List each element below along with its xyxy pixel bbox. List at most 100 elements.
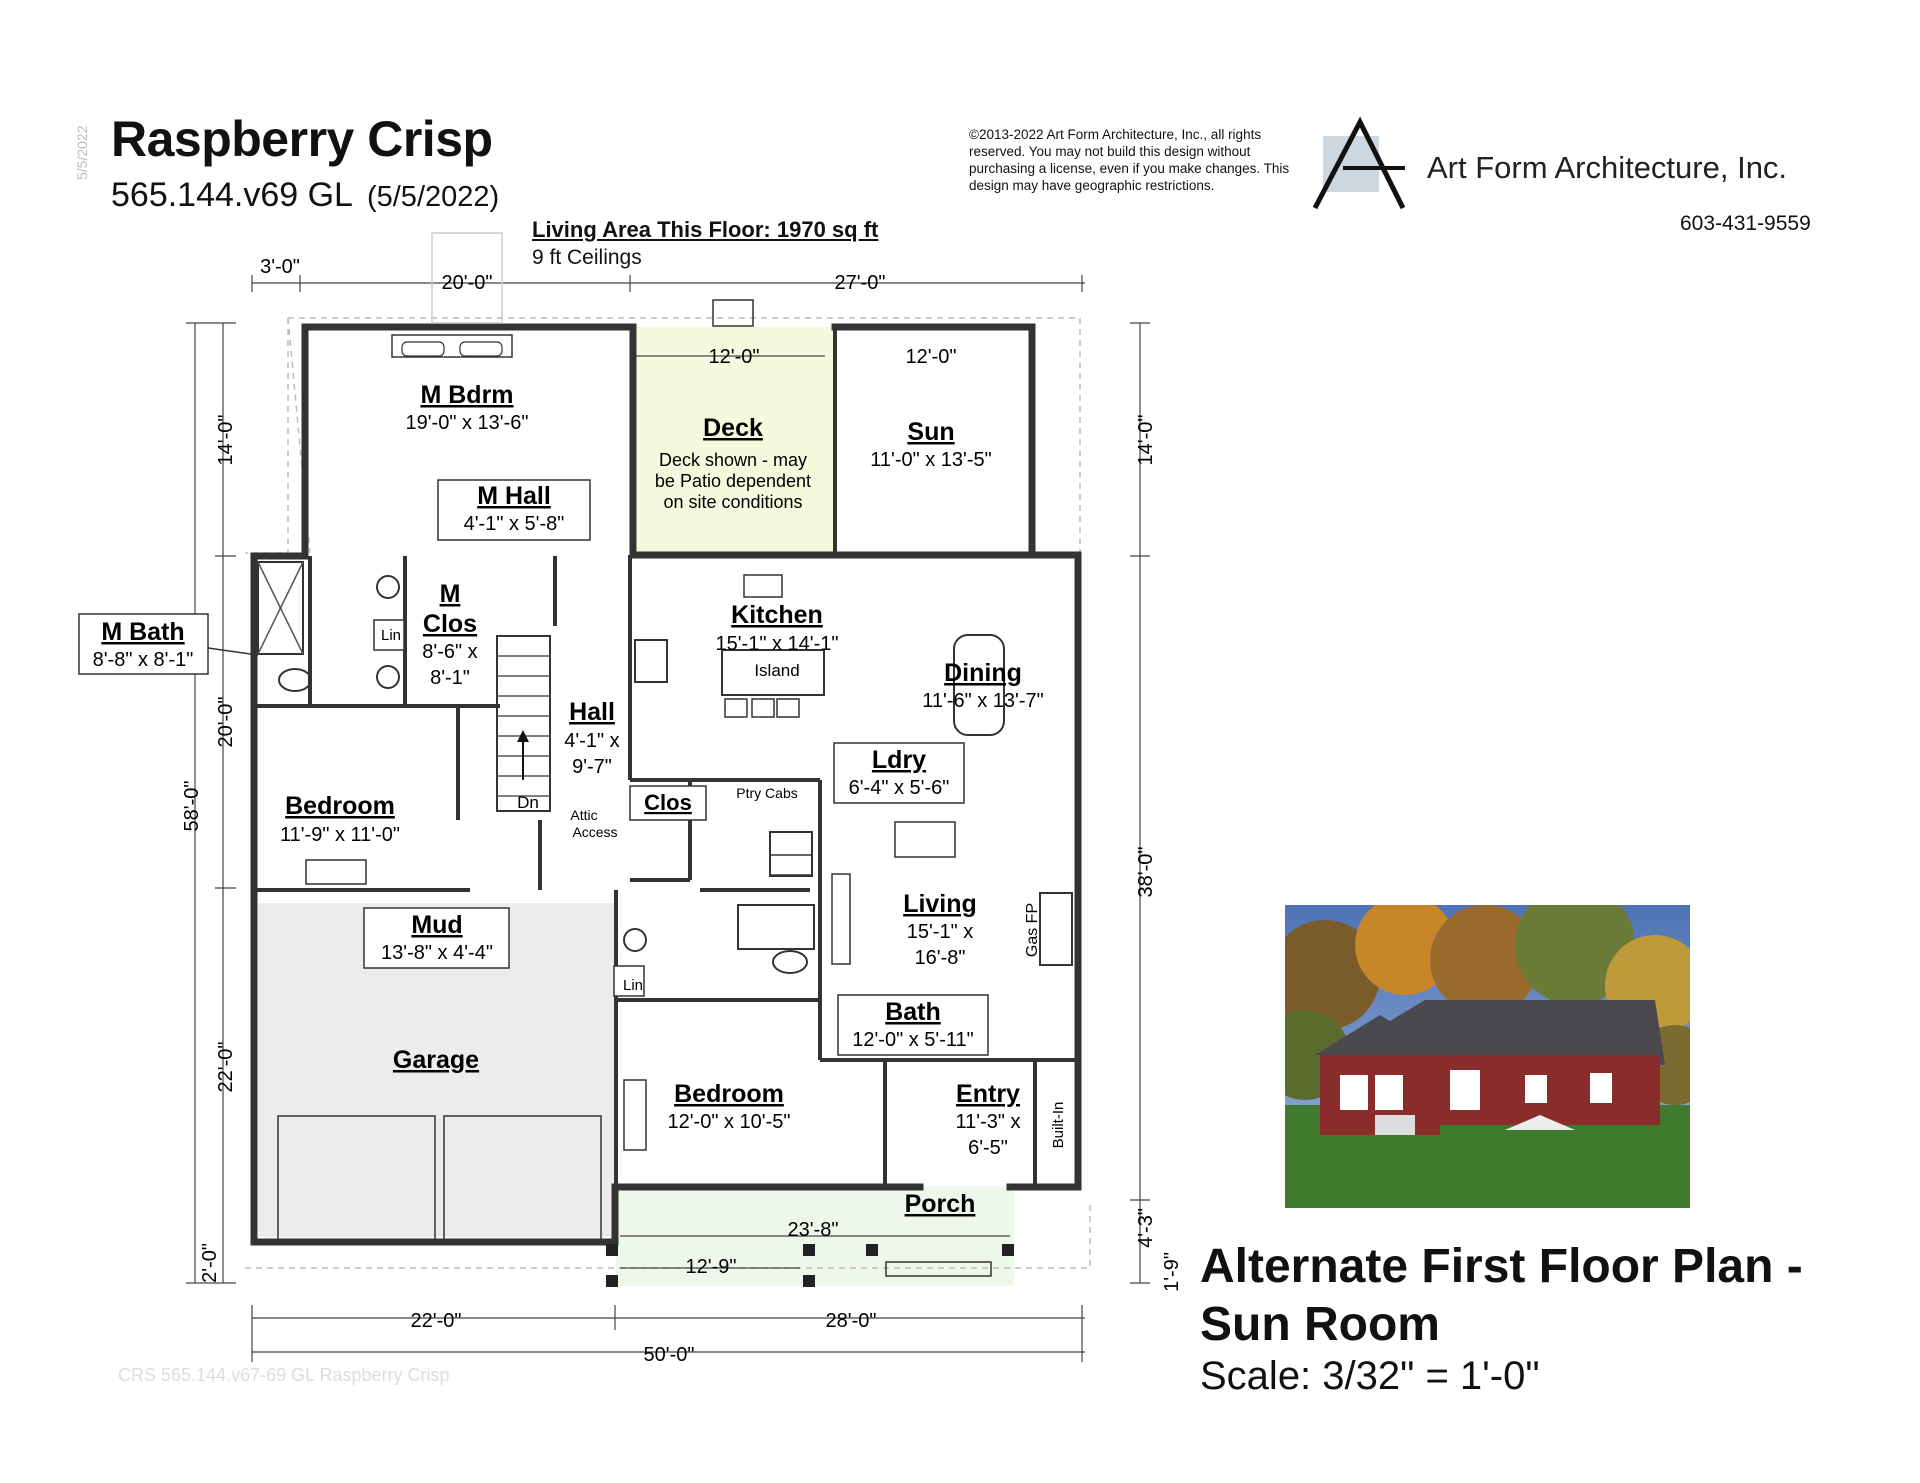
house-rendering-image bbox=[1285, 905, 1690, 1208]
plan-title-line-1: Alternate First Floor Plan - bbox=[1200, 1240, 1803, 1293]
deck-name: Deck bbox=[703, 414, 763, 442]
dining-size: 11'-6" x 13'-7" bbox=[922, 690, 1044, 712]
interior-walls bbox=[254, 555, 1078, 1187]
living-size-1: 15'-1" x bbox=[907, 921, 974, 943]
dim-deck-12: 12'-0" bbox=[709, 346, 760, 368]
ldry-name: Ldry bbox=[872, 746, 926, 774]
porch-name: Porch bbox=[905, 1190, 976, 1218]
built-in-label: Built-In bbox=[1050, 1102, 1067, 1149]
dim-left-20: 20'-0" bbox=[215, 697, 237, 748]
room-labels: M Bdrm 19'-0" x 13'-6" M Hall 4'-1" x 5'… bbox=[93, 381, 1044, 1218]
dim-porch-12-9: 12'-9" bbox=[686, 1256, 737, 1278]
firm-phone: 603-431-9559 bbox=[1680, 212, 1811, 235]
firm-logo-icon bbox=[1312, 116, 1406, 210]
m-bdrm-size: 19'-0" x 13'-6" bbox=[405, 412, 528, 434]
plan-scale: Scale: 3/32" = 1'-0" bbox=[1200, 1354, 1540, 1398]
gas-fp-label: Gas FP bbox=[1024, 903, 1041, 957]
ldry-size: 6'-4" x 5'-6" bbox=[849, 777, 950, 799]
ceiling-height: 9 ft Ceilings bbox=[532, 246, 642, 269]
kitchen-size: 15'-1" x 14'-1" bbox=[715, 633, 838, 655]
dim-right-4-3: 4'-3" bbox=[1135, 1208, 1157, 1248]
plan-title-line-2: Sun Room bbox=[1200, 1298, 1440, 1351]
dn-label: Dn bbox=[517, 793, 539, 812]
dim-top-20: 20'-0" bbox=[442, 272, 493, 294]
m-hall-size: 4'-1" x 5'-8" bbox=[464, 513, 565, 535]
bedroom2-size: 12'-0" x 10'-5" bbox=[667, 1111, 790, 1133]
garage-doors bbox=[277, 1115, 602, 1245]
exterior-walls bbox=[250, 323, 1082, 1246]
living-area: Living Area This Floor: 1970 sq ft bbox=[532, 217, 879, 242]
lin-label-1: Lin bbox=[381, 627, 401, 644]
copyright-notice: ©2013-2022 Art Form Architecture, Inc., … bbox=[969, 127, 1290, 193]
attic-label-2: Access bbox=[572, 824, 617, 840]
living-size-2: 16'-8" bbox=[915, 947, 966, 969]
dim-bot-28: 28'-0" bbox=[826, 1310, 877, 1332]
sun-name: Sun bbox=[907, 418, 954, 446]
m-bath-name: M Bath bbox=[101, 618, 184, 646]
kitchen-name: Kitchen bbox=[731, 601, 823, 629]
dim-left-14: 14'-0" bbox=[215, 415, 237, 466]
dim-porch-23-8: 23'-8" bbox=[788, 1219, 839, 1241]
dim-right-38: 38'-0" bbox=[1135, 847, 1157, 898]
dim-bot-22: 22'-0" bbox=[411, 1310, 462, 1332]
m-clos-size-2: 8'-1" bbox=[430, 667, 470, 689]
bath-name: Bath bbox=[885, 998, 941, 1026]
porch-posts bbox=[606, 1244, 1014, 1287]
bath-size: 12'-0" x 5'-11" bbox=[852, 1029, 974, 1051]
clos-name: Clos bbox=[644, 790, 692, 815]
dim-left-2: 2'-0" bbox=[199, 1243, 221, 1283]
dim-right-14: 14'-0" bbox=[1135, 415, 1157, 466]
dim-top-3: 3'-0" bbox=[260, 256, 300, 278]
living-name: Living bbox=[903, 890, 977, 918]
project-title: Raspberry Crisp bbox=[111, 111, 493, 167]
house-rendering bbox=[1285, 905, 1690, 1208]
dim-top-27: 27'-0" bbox=[835, 272, 886, 294]
m-bdrm-name: M Bdrm bbox=[420, 381, 513, 409]
bedroom2-name: Bedroom bbox=[674, 1080, 784, 1108]
m-clos-size-1: 8'-6" x bbox=[422, 641, 477, 663]
watermark: CRS 565.144.v67-69 GL Raspberry Crisp bbox=[118, 1365, 450, 1385]
lin-label-2: Lin bbox=[623, 977, 643, 994]
m-clos-name-1: M bbox=[440, 580, 461, 608]
attic-label-1: Attic bbox=[570, 807, 597, 823]
deck-note-2: be Patio dependent bbox=[655, 471, 811, 491]
bedroom1-size: 11'-9" x 11'-0" bbox=[280, 824, 400, 846]
dim-left-58: 58'-0" bbox=[181, 781, 203, 832]
hall-size-2: 9'-7" bbox=[572, 756, 612, 778]
ptry-label: Ptry Cabs bbox=[736, 785, 797, 801]
stairs bbox=[496, 635, 551, 812]
dim-left-22: 22'-0" bbox=[215, 1042, 237, 1093]
entry-name: Entry bbox=[956, 1080, 1020, 1108]
entry-size-2: 6'-5" bbox=[968, 1137, 1008, 1159]
hall-size-1: 4'-1" x bbox=[564, 730, 619, 752]
dim-right-1-9: 1'-9" bbox=[1161, 1252, 1183, 1292]
fixtures bbox=[257, 232, 1073, 1151]
dim-sun-12: 12'-0" bbox=[906, 346, 957, 368]
deck-note-1: Deck shown - may bbox=[659, 450, 807, 470]
m-clos-name-2: Clos bbox=[423, 610, 477, 638]
island-label: Island bbox=[754, 661, 799, 680]
plan-code-text: 565.144.v69 GL bbox=[111, 176, 353, 214]
plan-title: Alternate First Floor Plan - Sun Room bbox=[1200, 1238, 1803, 1354]
dining-name: Dining bbox=[944, 659, 1022, 687]
hall-name: Hall bbox=[569, 698, 615, 726]
m-hall-name: M Hall bbox=[477, 482, 551, 510]
dim-bot-50: 50'-0" bbox=[644, 1344, 695, 1366]
plan-code: 565.144.v69 GL (5/5/2022) bbox=[111, 176, 499, 215]
m-bath-size: 8'-8" x 8'-1" bbox=[93, 649, 194, 671]
firm-name: Art Form Architecture, Inc. bbox=[1427, 150, 1788, 185]
deck-fill bbox=[637, 327, 835, 555]
small-labels: Lin Lin Dn Attic Access Ptry Cabs Gas FP… bbox=[381, 627, 1067, 1148]
dimension-texts: 3'-0" 20'-0" 27'-0" 12'-0" 12'-0" 14'-0"… bbox=[181, 256, 1183, 1366]
deck-note-3: on site conditions bbox=[663, 492, 802, 512]
entry-size-1: 11'-3" x bbox=[955, 1111, 1020, 1133]
garage-name: Garage bbox=[393, 1046, 479, 1074]
label-boxes bbox=[78, 479, 989, 1056]
sun-size: 11'-0" x 13'-5" bbox=[870, 449, 992, 471]
bedroom1-name: Bedroom bbox=[285, 792, 395, 820]
dimension-lines bbox=[186, 275, 1150, 1362]
mud-size: 13'-8" x 4'-4" bbox=[381, 942, 493, 964]
mud-name: Mud bbox=[411, 911, 462, 939]
plan-date: (5/5/2022) bbox=[366, 181, 500, 213]
